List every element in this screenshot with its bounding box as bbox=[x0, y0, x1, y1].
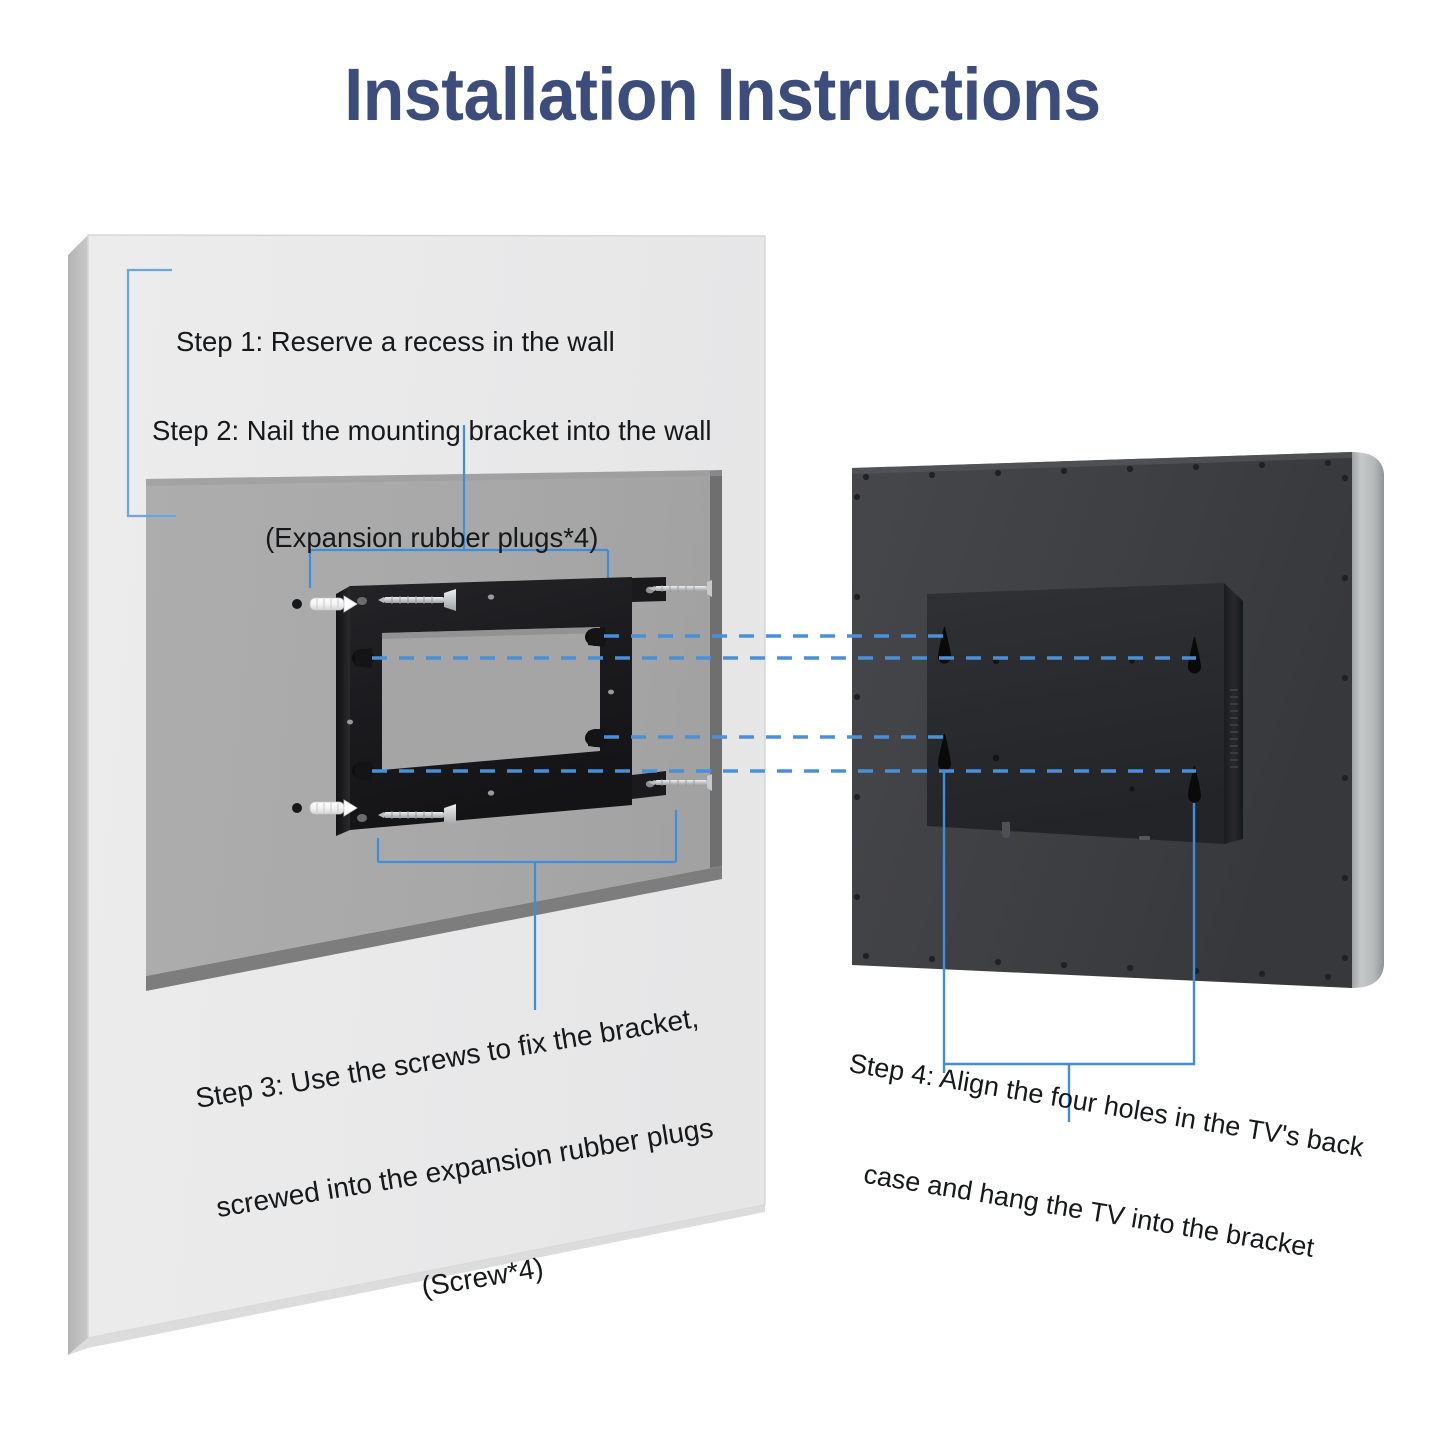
tv-keyhole-slot-upper-right bbox=[1188, 636, 1201, 674]
step-3-line-3: (Screw*4) bbox=[419, 1251, 546, 1302]
bracket-screw-top-left bbox=[378, 589, 456, 611]
step-4-line-1: Step 4: Align the four holes in the TV's… bbox=[846, 1048, 1366, 1163]
step-2-line-2: (Expansion rubber plugs*4) bbox=[265, 521, 599, 553]
wall-recess-top-highlight bbox=[146, 470, 722, 486]
step-2-text: Step 2: Nail the mounting bracket into t… bbox=[152, 341, 711, 627]
step-3-line-2: screwed into the expansion rubber plugs bbox=[213, 1111, 716, 1223]
bracket-hole-bl bbox=[357, 814, 367, 822]
expansion-rubber-plug-lower bbox=[292, 799, 358, 817]
step-1-line-1: Step 1: Reserve a recess in the wall bbox=[176, 325, 615, 357]
bracket-left-thickness bbox=[336, 586, 350, 836]
bracket-hanger-peg-lower-right bbox=[585, 728, 607, 748]
tv-perimeter-screws-top bbox=[862, 459, 1332, 481]
step-3-line-1: Step 3: Use the screws to fix the bracke… bbox=[193, 1001, 701, 1114]
tv-back-top-bevel bbox=[852, 452, 1352, 474]
tv-housing-dot-lower bbox=[992, 754, 1000, 762]
step-4-line-2: case and hang the TV into the bracket bbox=[861, 1158, 1317, 1264]
step-4-leader-line bbox=[942, 771, 1196, 1122]
bracket-surface-hole-right-mid bbox=[608, 689, 614, 695]
bracket-hanger-peg-upper-right bbox=[585, 627, 607, 647]
bracket-surface-hole-left-mid bbox=[347, 719, 353, 725]
bracket-surface-hole-top bbox=[487, 594, 495, 600]
tv-keyhole-slot-lower-left bbox=[938, 733, 951, 771]
tv-perimeter-screws-right bbox=[1341, 474, 1349, 962]
expansion-rubber-plug-upper bbox=[292, 595, 358, 613]
tv-rear-housing-face bbox=[927, 583, 1224, 844]
bracket-hanger-peg-lower-left bbox=[352, 761, 374, 781]
tv-bottom-latch bbox=[1139, 836, 1150, 840]
bracket-surface-hole-bottom bbox=[487, 790, 495, 796]
bracket-hanger-peg-upper-left bbox=[352, 648, 374, 668]
tv-cable-clip bbox=[1002, 822, 1010, 838]
wall-panel-side-edge bbox=[68, 235, 88, 1355]
wall-panel-bottom-edge bbox=[68, 1205, 765, 1355]
step-3-leader-line bbox=[376, 810, 678, 1010]
tv-perimeter-screws-left bbox=[853, 493, 861, 901]
bracket-cutout-inner-shade bbox=[382, 627, 600, 639]
bracket-hole-tl bbox=[357, 597, 367, 605]
page-title: Installation Instructions bbox=[344, 53, 1101, 136]
tv-keyhole-slot-lower-right bbox=[1188, 765, 1201, 803]
tv-keyhole-slot-upper-left bbox=[938, 626, 951, 664]
tv-perimeter-screws-bottom bbox=[862, 952, 1332, 981]
tv-rear-housing bbox=[927, 583, 1243, 844]
bracket-screw-bottom-right bbox=[648, 774, 712, 791]
step-1-leader-line bbox=[126, 268, 176, 518]
wall-recess-right-inner-wall bbox=[710, 470, 722, 868]
tv-rear-housing-side bbox=[1224, 583, 1243, 844]
tv-housing-dot-lower-right bbox=[1129, 786, 1135, 792]
tv-vent-slots bbox=[1230, 689, 1238, 768]
tv-side-edge-silver bbox=[1352, 452, 1384, 988]
tv-back-case bbox=[852, 452, 1384, 988]
step-1-text: Step 1: Reserve a recess in the wall bbox=[176, 252, 615, 431]
alignment-guide-lines bbox=[372, 634, 1196, 773]
bracket-screw-top-right bbox=[648, 580, 712, 597]
bracket-screw-bottom-left bbox=[378, 804, 456, 826]
bracket-cutout bbox=[382, 627, 600, 770]
step-2-line-1: Step 2: Nail the mounting bracket into t… bbox=[152, 414, 712, 446]
wall-recess-bottom-inner-wall bbox=[146, 866, 722, 991]
mounting-bracket bbox=[336, 577, 712, 836]
